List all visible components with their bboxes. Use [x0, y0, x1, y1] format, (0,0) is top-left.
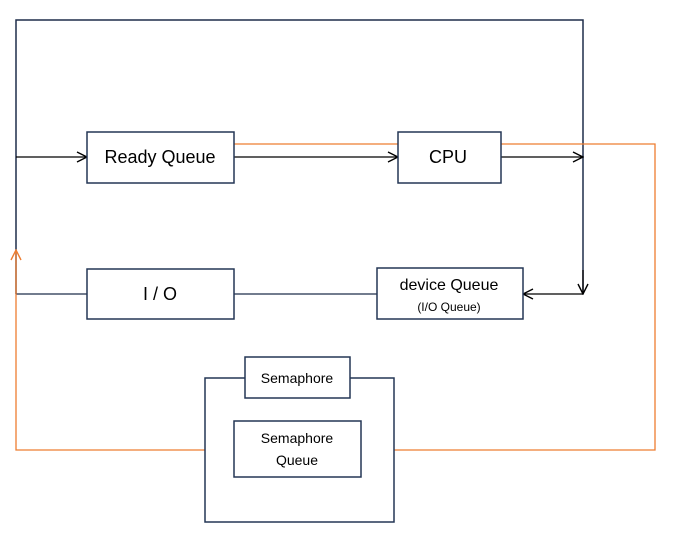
semaphore-label: Semaphore: [261, 370, 334, 386]
semaphore-queue-node: Semaphore Queue: [233, 420, 362, 478]
ready-queue-node: Ready Queue: [86, 131, 235, 184]
semaphore-queue-label-line2: Queue: [276, 452, 318, 468]
cpu-label: CPU: [429, 147, 467, 167]
semaphore-queue-label-line1: Semaphore: [261, 430, 334, 446]
semaphore-path-return: [16, 250, 205, 451]
ready-queue-label: Ready Queue: [104, 147, 215, 167]
device-queue-label: device Queue: [400, 277, 499, 294]
semaphore-node: Semaphore: [244, 356, 351, 399]
cpu-node: CPU: [397, 131, 502, 184]
device-queue-sublabel: (I/O Queue): [417, 300, 480, 314]
device-queue-node: device Queue (I/O Queue): [376, 267, 524, 320]
io-label: I / O: [143, 284, 177, 304]
io-node: I / O: [86, 268, 235, 320]
